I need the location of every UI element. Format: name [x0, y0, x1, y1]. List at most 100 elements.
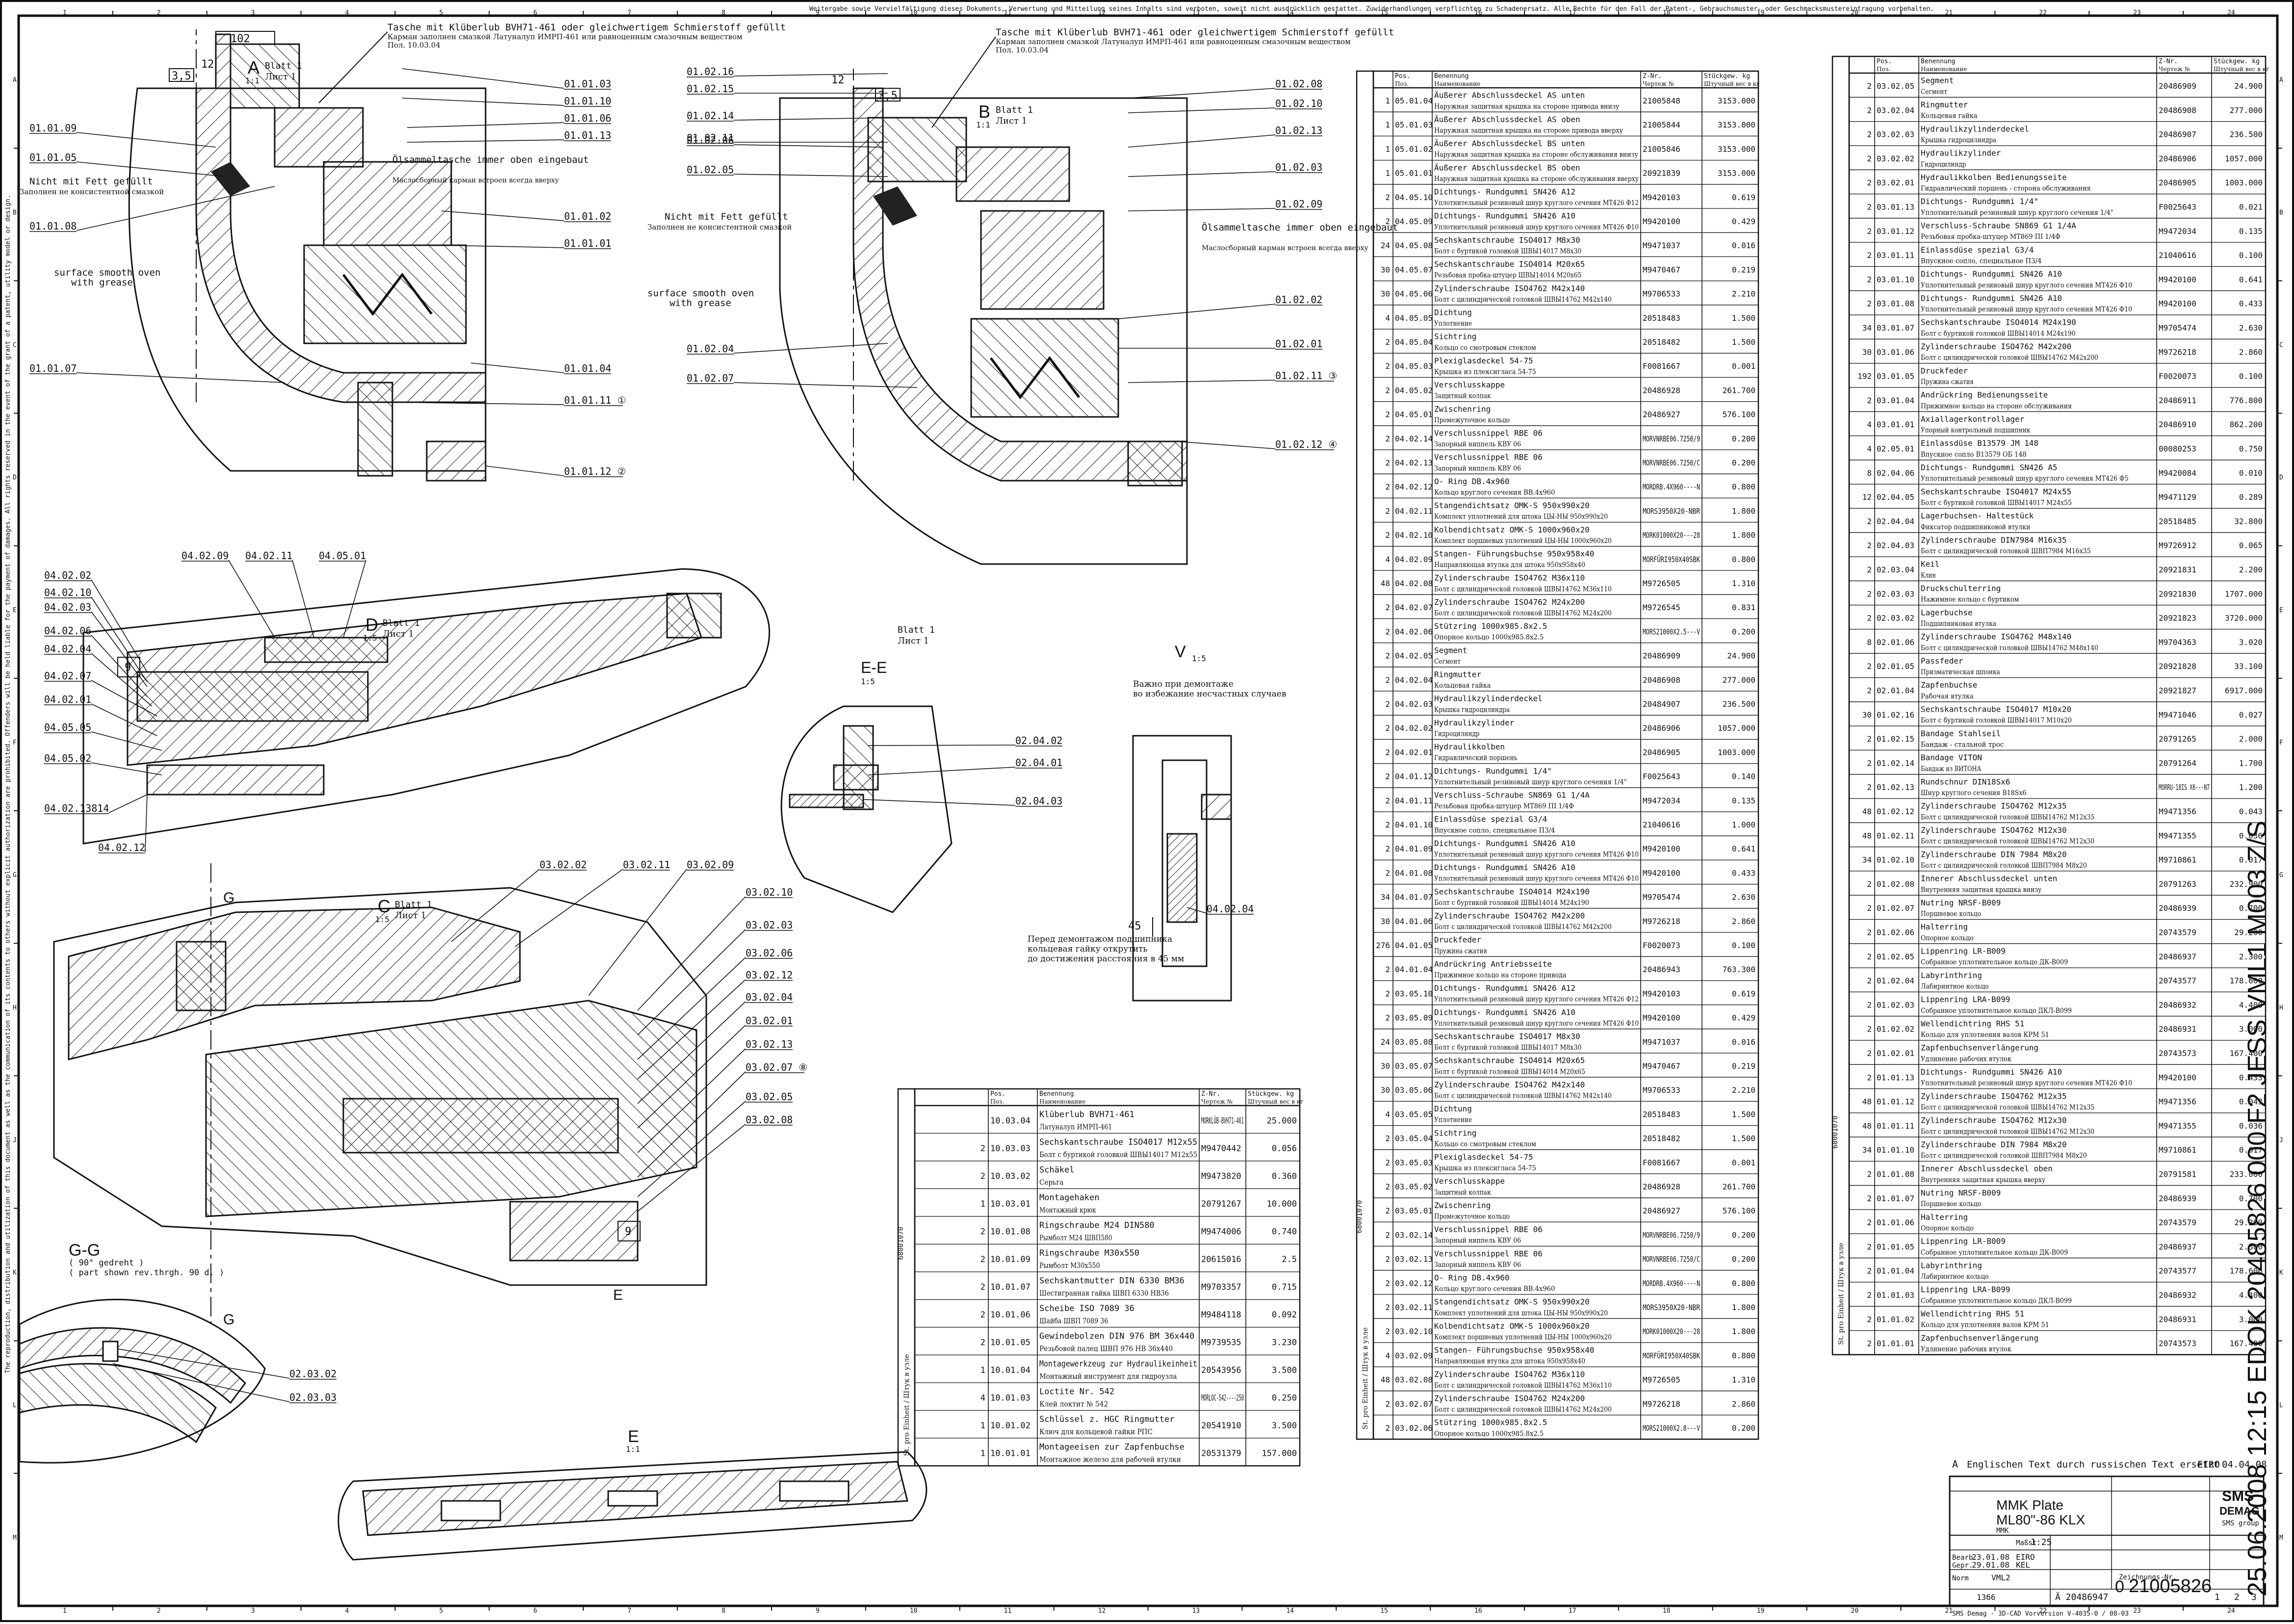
- grid-col-label-bottom: 17: [1569, 1607, 1576, 1615]
- bom-weight: 1003.000: [2225, 178, 2263, 187]
- callout-label: 02.03.02: [289, 1368, 336, 1380]
- bom-name-ru: Шестигранная гайка ШВП 6330 HB36: [1039, 1289, 1169, 1298]
- bom-name-ru: Призматическая шпонка: [1921, 669, 2000, 676]
- bom-drawing-no: 20615016: [1201, 1255, 1241, 1264]
- view-gg-key: [102, 1340, 119, 1362]
- bom-pos: 04.05.08: [1395, 241, 1433, 250]
- bom-name: Einlassdüse spezial G3/4: [1921, 245, 2034, 255]
- callout-label: 01.02.06: [687, 134, 734, 146]
- bom-name: Sichtring: [1434, 1128, 1476, 1137]
- bom-pos: 01.02.14: [1877, 758, 1914, 768]
- bom-name: Sechskantschraube ISO4017 M8x30: [1434, 1031, 1580, 1041]
- bom-qty: 2: [1385, 1206, 1390, 1215]
- bom-pos: 03.02.12: [1395, 1279, 1433, 1288]
- callout-leader: [637, 1101, 746, 1197]
- bom-name-ru: Фиксатор подшипниковой втулки: [1921, 523, 2030, 531]
- bom-name-ru: Болт с буртикой головкой ШВЫ14017 M10x20: [1921, 717, 2072, 724]
- callout-leader: [91, 703, 157, 736]
- view-v-outline: [1132, 735, 1232, 1002]
- bom-name-ru: Болт с цилиндрической головкой ШВЫ14762 …: [1921, 838, 2094, 846]
- bom-pos: 04.02.10: [1395, 531, 1433, 540]
- bom-name: Ringschraube M30x550: [1039, 1248, 1139, 1258]
- bom-pos: 01.02.06: [1877, 928, 1914, 937]
- bom-weight: 0.800: [1732, 1279, 1755, 1288]
- bom-qty: 2: [1385, 844, 1390, 853]
- bom-name: Hydraulikkolben Bedienungsseite: [1921, 173, 2067, 182]
- callout-label: 01.01.02: [564, 210, 611, 222]
- bom-name-ru: Ключ для кольцевой гайки РПС: [1039, 1427, 1153, 1436]
- bom-qty: 2: [1385, 651, 1390, 661]
- callout-leader: [637, 979, 746, 1080]
- bom-pos: 01.01.13: [1877, 1073, 1914, 1082]
- bom-weight: 236.500: [1723, 699, 1755, 709]
- view-b-note-surface-1: surface smooth oven: [647, 288, 754, 299]
- view-c-dim-9: 9: [625, 1226, 631, 1238]
- bom-qty: 2: [1385, 434, 1390, 443]
- grid-row-label-right: M: [2279, 1534, 2283, 1542]
- view-e-groove-2: [607, 1490, 658, 1507]
- bom-name-ru: Рымболт M30x550: [1039, 1261, 1100, 1270]
- bom-drawing-no: 20743577: [2159, 976, 2196, 985]
- bom-drawing-no: 20486909: [1643, 651, 1680, 661]
- bom-name-ru: Болт с цилиндрической головкой ШВЫ14762 …: [1434, 1382, 1612, 1390]
- bom-weight: 25.000: [1267, 1116, 1297, 1126]
- bom-pos: 03.01.10: [1877, 275, 1914, 284]
- bom-pos: 02.03.02: [1877, 614, 1914, 623]
- bom-name-ru: Наружная защитная крышка на стороне прив…: [1434, 127, 1624, 135]
- bom-qty: 30: [1381, 289, 1390, 299]
- bom-drawing-no: M9420103: [1643, 193, 1680, 202]
- bom-name: Verschlussnippel RBE 06: [1434, 428, 1543, 438]
- bom-weight: 2.860: [2239, 347, 2263, 357]
- bom-drawing-no: 20518483: [1643, 1109, 1680, 1119]
- bom-drawing-no: 20486927: [1643, 410, 1680, 419]
- grid-col-label-top: 3: [251, 9, 255, 17]
- bom-weight: 1.800: [1732, 531, 1755, 540]
- bom-qty: 2: [1867, 299, 1872, 309]
- callout-leader: [637, 957, 746, 1060]
- bom-weight: 0.740: [1272, 1227, 1297, 1237]
- bom-name: Zwischenring: [1434, 404, 1491, 413]
- grid-col-label-bottom: 5: [439, 1607, 443, 1615]
- grid-row-label-left: F: [13, 739, 17, 747]
- bom-pos: 10.01.07: [990, 1283, 1031, 1292]
- bom-name: Äußerer Abschlussdeckel AS unten: [1434, 91, 1585, 100]
- view-a-note-oel: Ölsammeltasche immer oben eingebaut: [392, 154, 589, 165]
- grid-row-label-right: F: [2279, 739, 2283, 747]
- bom-name-ru: Болт с буртикой головкой ШВЫ14017 M12x55: [1039, 1150, 1197, 1159]
- view-ee: E-E 1:5 Blatt 1 Лист 1 02.04.0202.04.010…: [780, 625, 1062, 913]
- bom-qty: 2: [1385, 1013, 1390, 1023]
- bom-pos: 04.01.07: [1395, 893, 1433, 902]
- callout-label: 04.02.06: [44, 625, 91, 637]
- view-c-e-marker: E: [613, 1287, 623, 1303]
- bom-weight: 0.036: [2239, 1121, 2263, 1131]
- bom-name: Sechskantschraube ISO4014 M20x65: [1434, 1056, 1585, 1065]
- bom-qty: 2: [1385, 772, 1390, 781]
- bom-pos: 03.01.13: [1877, 203, 1914, 212]
- bom-qty: 2: [1867, 1049, 1872, 1058]
- top-notice: Weitergabe sowie Vervielfältigung dieses…: [809, 5, 1934, 13]
- bom-pos: 03.02.01: [1877, 178, 1914, 187]
- callout-label: 03.02.02: [540, 859, 587, 871]
- bom-pos: 04.02.14: [1395, 434, 1433, 443]
- callout-label: 03.02.04: [746, 991, 793, 1003]
- bom-weight: 277.000: [1723, 675, 1755, 685]
- bom-qty: 2: [1385, 820, 1390, 829]
- callout-leader: [407, 122, 565, 128]
- bom-drawing-no: 20486905: [1643, 748, 1680, 757]
- callout-leader: [637, 1001, 746, 1104]
- grid-col-label-bottom: 13: [1192, 1607, 1200, 1615]
- bom-qty: 30: [1381, 265, 1390, 274]
